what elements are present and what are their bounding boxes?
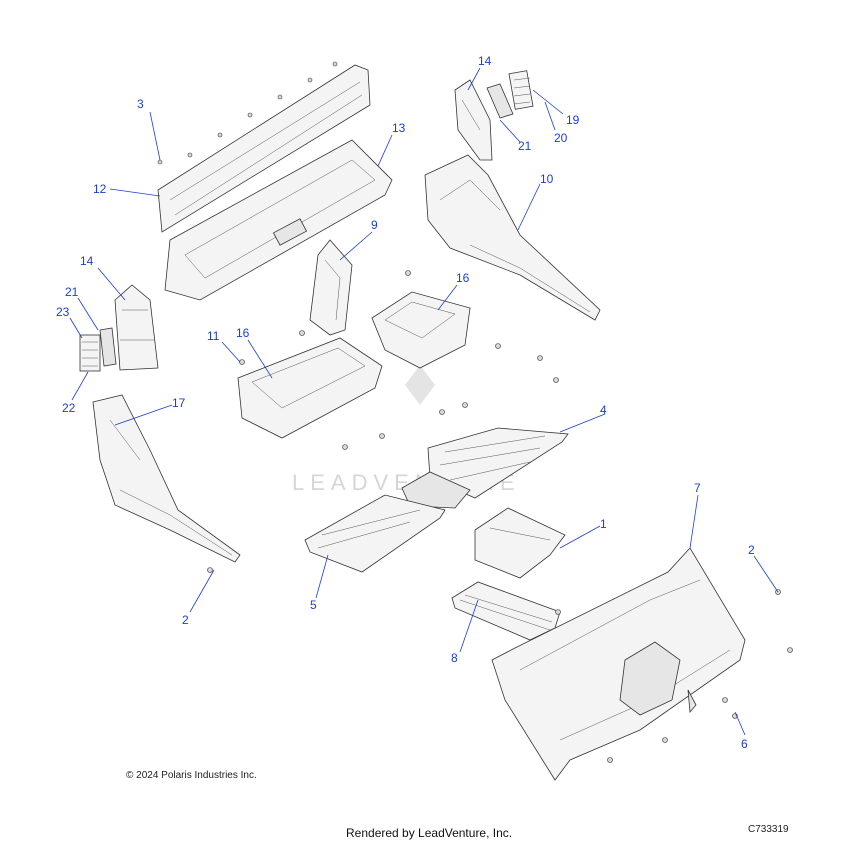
callout-2-left: 2 — [182, 613, 189, 627]
part-18-side-trim[interactable] — [92, 394, 241, 563]
callout-12: 12 — [93, 182, 107, 196]
callout-3: 3 — [137, 97, 144, 111]
part-5-floor-panel[interactable] — [304, 494, 446, 573]
part-8-rail[interactable] — [451, 581, 561, 641]
part-13-tray[interactable] — [164, 139, 393, 301]
callout-22: 22 — [62, 401, 76, 415]
callout-6: 6 — [741, 737, 748, 751]
callout-21: 21 — [518, 139, 532, 153]
callout-8: 8 — [451, 651, 458, 665]
fasteners — [207, 270, 793, 763]
part-7-rear-tub[interactable] — [491, 547, 746, 781]
callout-19: 19 — [566, 113, 580, 127]
callout-17: 16 — [236, 326, 250, 340]
part-21-filter-left[interactable] — [99, 327, 117, 367]
part-23-grille[interactable] — [79, 334, 101, 372]
part-17-storage-box[interactable] — [237, 337, 383, 439]
callout-7: 7 — [694, 481, 701, 495]
part-19-grille[interactable] — [508, 70, 534, 110]
leader-lines — [69, 67, 779, 736]
part-12-rear-panel[interactable] — [157, 61, 371, 233]
callout-4: 4 — [600, 403, 607, 417]
callout-16: 16 — [456, 271, 470, 285]
callout-23: 23 — [56, 305, 70, 319]
callout-1: 1 — [600, 517, 607, 531]
part-10-side-trim[interactable] — [424, 154, 601, 321]
callout-5: 5 — [310, 598, 317, 612]
callouts: 3 12 13 14 19 20 21 10 9 16 14 21 23 22 … — [56, 54, 755, 751]
callout-20: 20 — [554, 131, 568, 145]
part-9-bracket[interactable] — [309, 239, 353, 336]
watermark-logo-icon — [405, 365, 435, 405]
callout-9: 9 — [371, 218, 378, 232]
callout-14: 14 — [478, 54, 492, 68]
part-16-bin[interactable] — [371, 291, 471, 369]
rendered-by-text: Rendered by LeadVenture, Inc. — [346, 826, 513, 840]
callout-15: 14 — [80, 254, 94, 268]
callout-11: 11 — [207, 329, 220, 343]
part-14-side-panel[interactable] — [454, 79, 493, 161]
callout-18: 17 — [172, 396, 186, 410]
callout-2-right: 2 — [748, 543, 755, 557]
drawing-code: C733319 — [748, 824, 789, 835]
callout-21-left: 21 — [65, 285, 79, 299]
part-15-side-panel[interactable] — [114, 284, 159, 371]
callout-10: 10 — [540, 172, 554, 186]
part-21-filter[interactable] — [486, 83, 514, 119]
copyright-text: © 2024 Polaris Industries Inc. — [126, 770, 257, 781]
callout-13: 13 — [392, 121, 406, 135]
part-1-cover[interactable] — [474, 507, 566, 579]
